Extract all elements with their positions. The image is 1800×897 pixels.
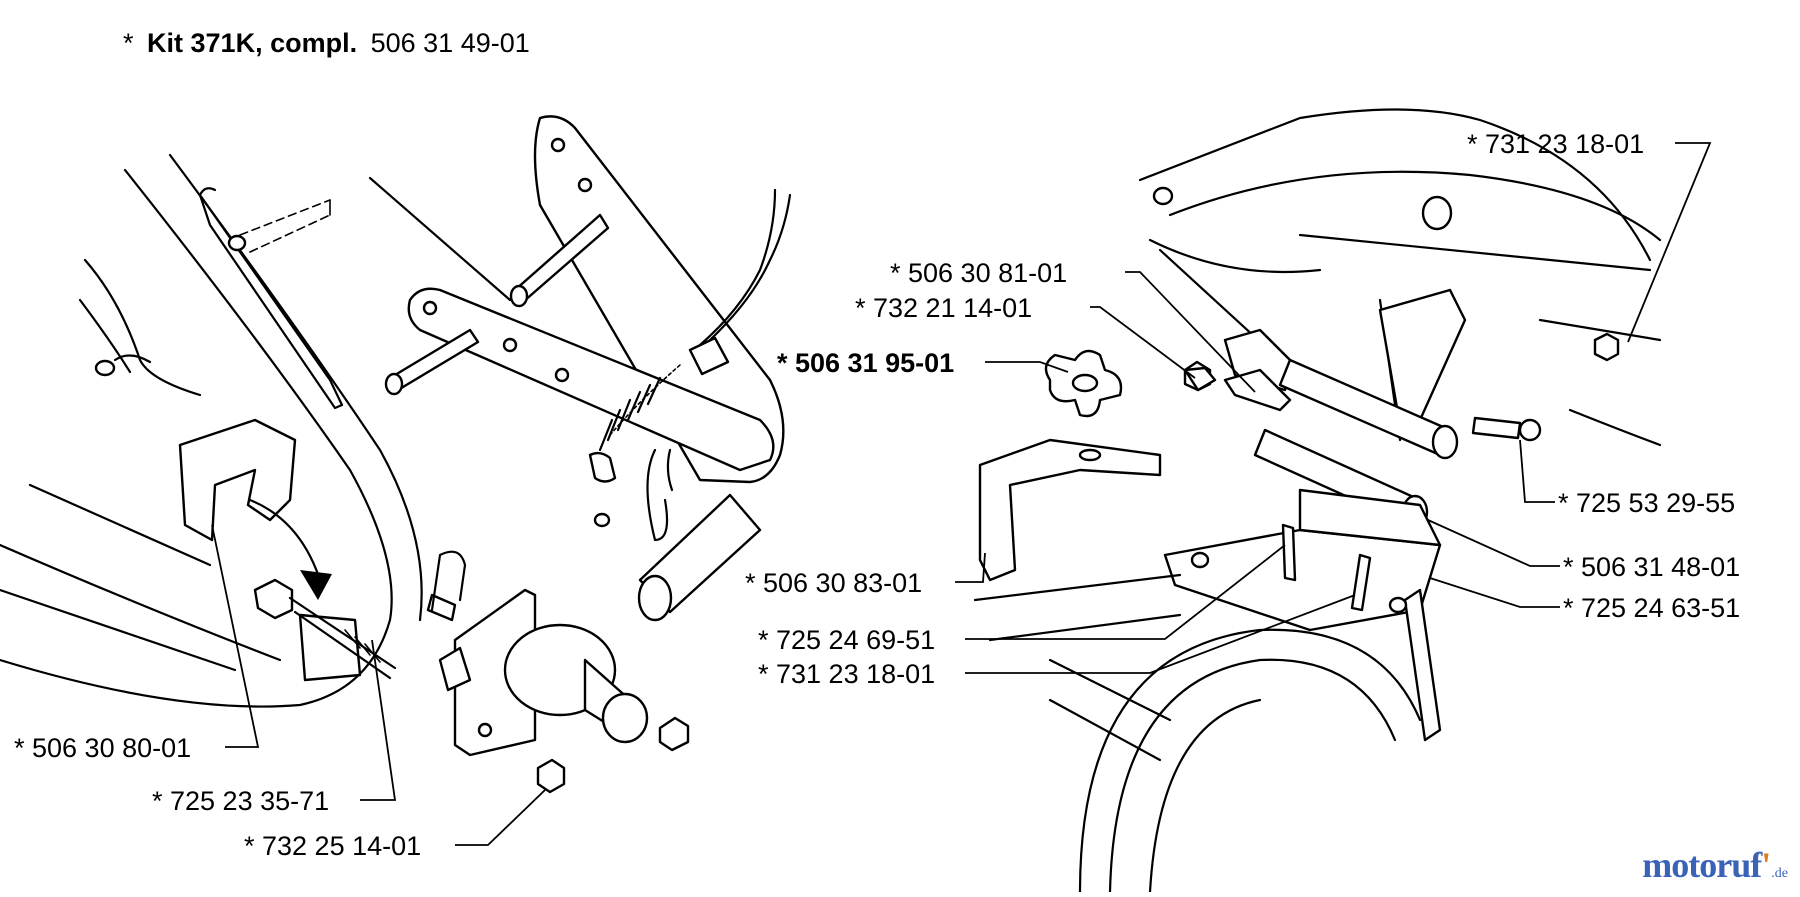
label-725-24-69-51: * 725 24 69-51 (758, 625, 935, 655)
label-725-23-35-71: * 725 23 35-71 (152, 786, 329, 816)
label-506-30-80-01: * 506 30 80-01 (14, 733, 191, 763)
label-506-31-95-01: * 506 31 95-01 (777, 348, 954, 378)
label-725-53-29-55: * 725 53 29-55 (1558, 488, 1735, 518)
label-731-23-18-01-top: * 731 23 18-01 (1467, 129, 1644, 159)
right-assembly-drawing (973, 108, 1662, 894)
watermark-logo: motoruf'.de (1642, 845, 1788, 885)
part-labels: * 506 31 95-01 * 506 30 81-01 * 732 21 1… (14, 129, 1740, 861)
label-506-30-83-01: * 506 30 83-01 (745, 568, 922, 598)
label-732-25-14-01: * 732 25 14-01 (244, 831, 421, 861)
leader-lines (211, 142, 1712, 846)
label-725-24-63-51: * 725 24 63-51 (1563, 593, 1740, 623)
label-506-30-81-01: * 506 30 81-01 (890, 258, 1067, 288)
label-732-21-14-01: * 732 21 14-01 (855, 293, 1032, 323)
label-731-23-18-01-low: * 731 23 18-01 (758, 659, 935, 689)
left-assembly-drawing (0, 115, 792, 794)
kit-title: * Kit 371K, compl. 506 31 49-01 (123, 28, 530, 58)
label-506-31-48-01: * 506 31 48-01 (1563, 552, 1740, 582)
